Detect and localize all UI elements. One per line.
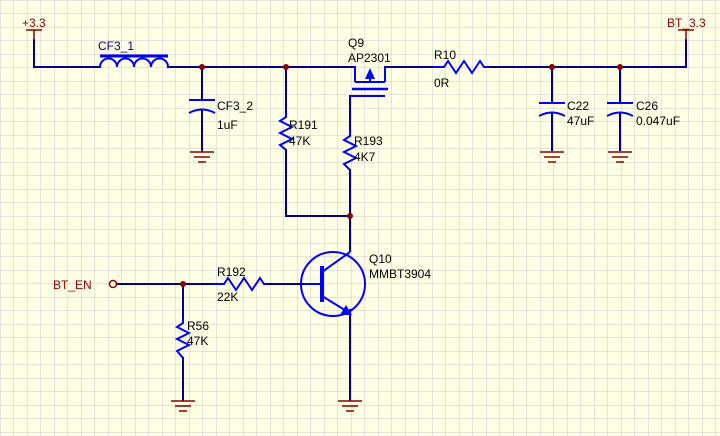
q10-value: MMBT3904 [369, 267, 431, 281]
enable-label: BT_EN [53, 278, 92, 292]
junction-dot [549, 64, 555, 70]
capacitor-cf3-2: CF3_2 1uF [188, 99, 253, 132]
ground-icon [190, 150, 214, 163]
junction-dot [180, 281, 186, 287]
r10-ref: R10 [434, 48, 456, 62]
resistor-r10: R10 0R [432, 48, 488, 90]
capacitor-c26: C26 0.047uF [606, 99, 680, 128]
resistor-r193: R193 4K7 [341, 130, 383, 171]
cf3-2-ref: CF3_2 [217, 99, 253, 113]
resistor-r192: R192 22K [212, 265, 268, 304]
c22-value: 47uF [567, 114, 594, 128]
r193-value: 4K7 [354, 150, 376, 164]
r56-value: 47K [187, 334, 208, 348]
r193-ref: R193 [354, 134, 383, 148]
r10-value: 0R [434, 76, 450, 90]
vout-port: BT_3.3 [667, 16, 706, 40]
r192-value: 22K [217, 290, 238, 304]
enable-port: BT_EN [53, 278, 118, 292]
r191-value: 47K [289, 134, 310, 148]
ground-symbols [171, 150, 632, 412]
vin-port: +3.3 [22, 16, 46, 40]
junction-dot [283, 64, 289, 70]
ground-icon [171, 400, 195, 412]
r191-ref: R191 [289, 118, 318, 132]
c22-ref: C22 [567, 99, 589, 113]
junction-dot [617, 64, 623, 70]
cf3-1-ref: CF3_1 [98, 39, 134, 53]
junction-dot [347, 213, 353, 219]
inductor-cf3-1: CF3_1 [98, 39, 169, 68]
transistor-q10: Q10 MMBT3904 [300, 250, 431, 317]
resistor-r191: R191 47K [277, 112, 318, 151]
junction-dot [199, 64, 205, 70]
junctions [180, 64, 623, 287]
ground-icon [608, 151, 632, 163]
ground-icon [338, 400, 362, 412]
q9-value: AP2301 [348, 51, 391, 65]
q9-ref: Q9 [348, 36, 364, 50]
capacitor-c22: C22 47uF [538, 99, 594, 128]
vout-label: BT_3.3 [667, 16, 706, 30]
c26-value: 0.047uF [636, 114, 680, 128]
q10-ref: Q10 [369, 252, 392, 266]
r192-ref: R192 [217, 265, 246, 279]
ground-icon [540, 151, 564, 163]
r56-ref: R56 [187, 319, 209, 333]
cf3-2-value: 1uF [217, 118, 238, 132]
mosfet-q9: Q9 AP2301 [348, 36, 391, 97]
vin-label: +3.3 [22, 16, 46, 30]
resistor-r56: R56 47K [174, 318, 209, 359]
c26-ref: C26 [636, 99, 658, 113]
